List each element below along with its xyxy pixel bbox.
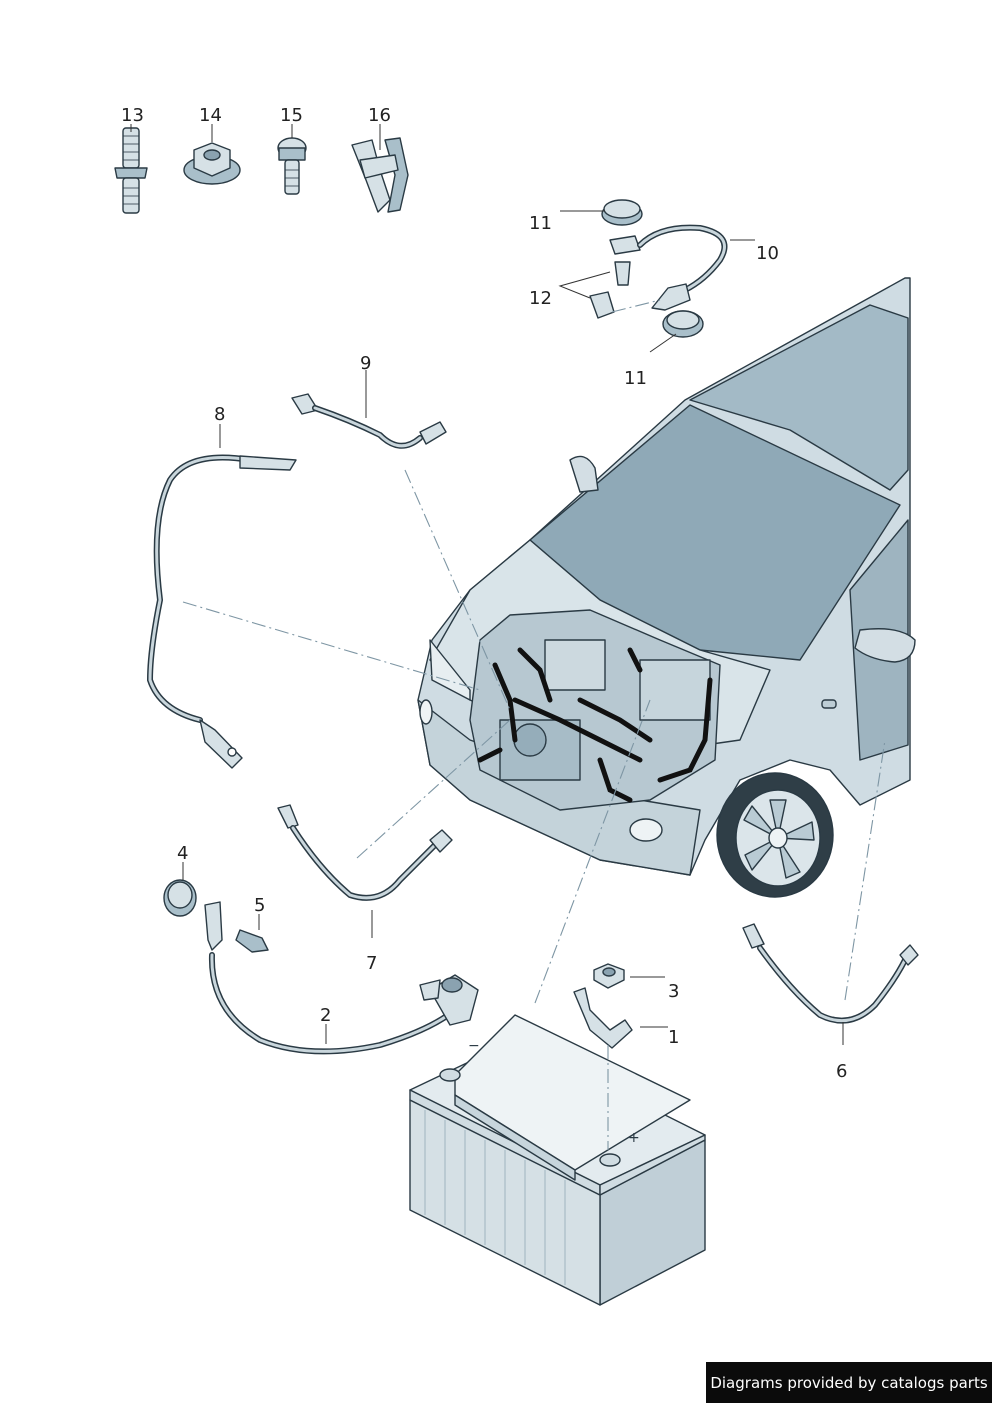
leader-lines xyxy=(130,124,844,1045)
callout-1: 1 xyxy=(668,1027,680,1048)
hex-bolt-icon xyxy=(277,137,307,195)
attribution-banner: Diagrams provided by catalogs parts xyxy=(706,1362,992,1403)
car-battery-icon: − + xyxy=(409,1014,706,1306)
callout-5: 5 xyxy=(254,895,266,916)
battery-positive-clamp xyxy=(573,963,633,1049)
callout-7: 7 xyxy=(366,953,378,974)
callout-6: 6 xyxy=(836,1061,848,1082)
callout-13: 13 xyxy=(121,105,144,126)
callout-9: 9 xyxy=(360,353,372,374)
callout-15: 15 xyxy=(280,105,303,126)
callout-14: 14 xyxy=(199,105,222,126)
battery-ground-cable-2 xyxy=(163,879,479,1055)
cable-clip-icon xyxy=(351,137,409,213)
callout-10: 10 xyxy=(756,243,779,264)
attribution-text: Diagrams provided by catalogs parts xyxy=(710,1373,988,1392)
ground-cable-9 xyxy=(291,393,447,449)
callout-8: 8 xyxy=(214,404,226,425)
svg-text:−: − xyxy=(468,1038,480,1054)
callout-11-top: 11 xyxy=(529,213,552,234)
callout-16: 16 xyxy=(368,105,391,126)
svg-text:+: + xyxy=(628,1130,640,1146)
callout-2: 2 xyxy=(320,1005,332,1026)
car-front-quarter-icon xyxy=(417,277,916,898)
callout-11-bottom: 11 xyxy=(624,368,647,389)
flange-nut-icon xyxy=(183,142,241,185)
callout-3: 3 xyxy=(668,981,680,1002)
ground-cable-8 xyxy=(146,454,297,769)
threaded-stud-icon xyxy=(114,127,148,214)
callout-4: 4 xyxy=(177,843,189,864)
ground-strap-assembly xyxy=(589,199,728,338)
ground-cable-6 xyxy=(742,923,919,1024)
callout-12: 12 xyxy=(529,288,552,309)
engine-bay xyxy=(469,609,721,811)
reference-lines xyxy=(182,469,886,1150)
ground-cable-7 xyxy=(277,804,453,901)
